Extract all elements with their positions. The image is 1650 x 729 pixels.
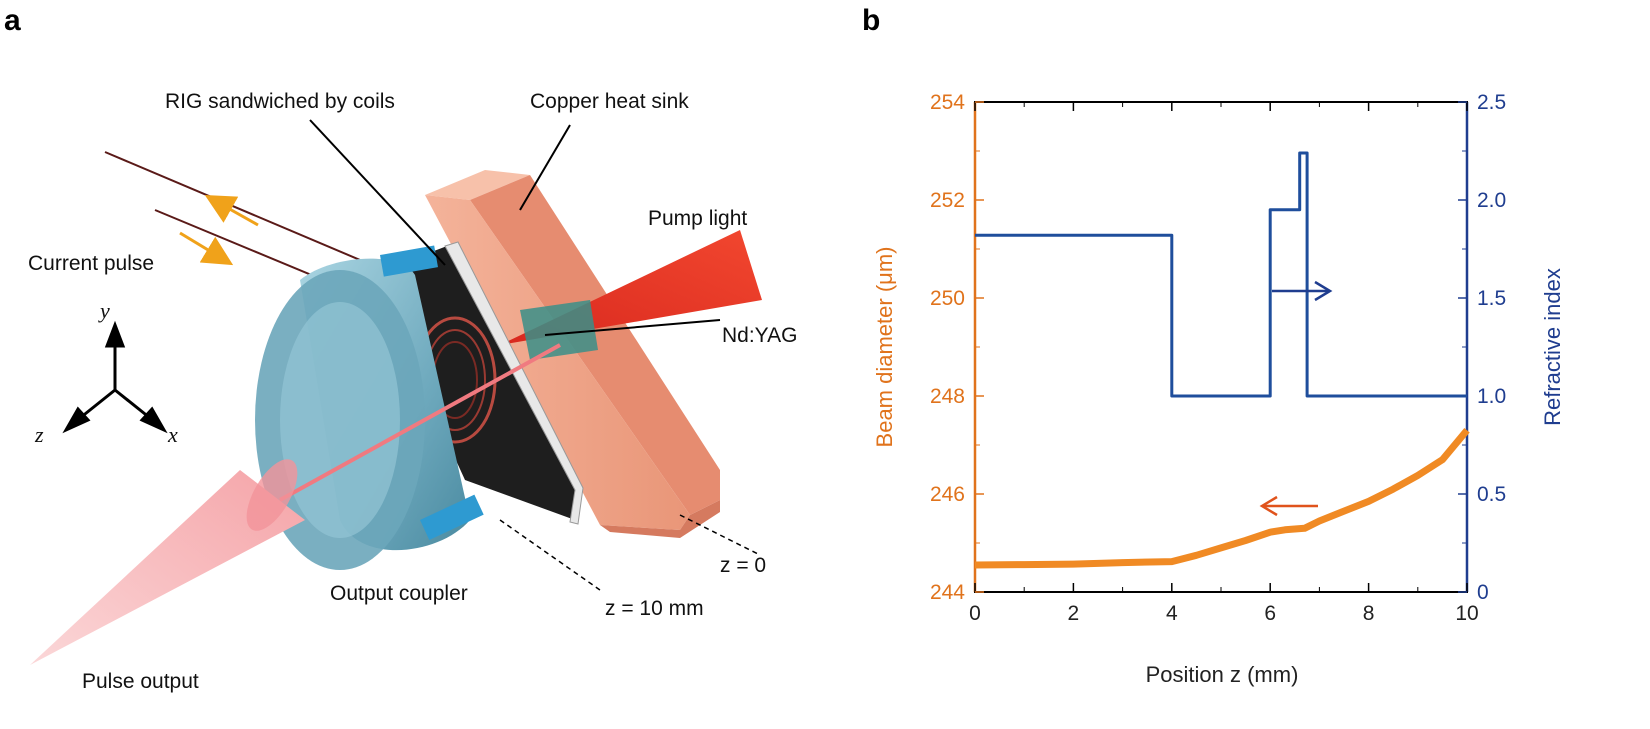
x-tick-label: 0 bbox=[969, 602, 981, 625]
x-tick-label: 8 bbox=[1363, 602, 1375, 625]
y-right-tick-label: 1.0 bbox=[1477, 385, 1506, 408]
axis-y-label: y bbox=[98, 298, 110, 323]
coordinate-axes bbox=[62, 320, 168, 434]
series bbox=[974, 151, 1470, 569]
y-right-axis-title: Refractive index bbox=[1540, 268, 1565, 426]
output-coupler bbox=[255, 245, 484, 570]
y-left-axis-title: Beam diameter (μm) bbox=[872, 247, 897, 448]
label-copper: Copper heat sink bbox=[530, 90, 689, 113]
y-left-tick-label: 254 bbox=[930, 91, 965, 114]
label-output-coupler: Output coupler bbox=[330, 582, 468, 605]
y-left-tick-label: 248 bbox=[930, 385, 965, 408]
label-pump: Pump light bbox=[648, 207, 747, 230]
label-z10: z = 10 mm bbox=[605, 597, 704, 620]
x-tick-label: 6 bbox=[1264, 602, 1276, 625]
y-left-tick-label: 252 bbox=[930, 189, 965, 212]
blue-arrow-icon bbox=[1272, 280, 1333, 302]
y-right-tick-label: 0.5 bbox=[1477, 483, 1506, 506]
refractive-index-line bbox=[975, 151, 1467, 398]
ticks bbox=[974, 101, 1468, 593]
y-left-tick-label: 250 bbox=[930, 287, 965, 310]
label-ndyag: Nd:YAG bbox=[722, 324, 797, 347]
beam-diameter-line bbox=[974, 428, 1470, 569]
y-right-tick-label: 0 bbox=[1477, 581, 1489, 604]
label-current: Current pulse bbox=[28, 252, 154, 275]
z-lines bbox=[499, 514, 761, 591]
current-arrow-out-icon bbox=[204, 195, 259, 227]
panel-a: a bbox=[4, 4, 797, 693]
current-arrow-in-icon bbox=[179, 231, 234, 266]
pulse-output-cone bbox=[30, 470, 305, 665]
plot-frame bbox=[974, 101, 1468, 593]
laser-beam bbox=[279, 343, 561, 502]
axis-x-label: x bbox=[167, 422, 178, 447]
panel-b-letter: b bbox=[862, 4, 880, 37]
y-right-tick-label: 2.5 bbox=[1477, 91, 1506, 114]
label-pulse-output: Pulse output bbox=[82, 670, 199, 693]
label-rig: RIG sandwiched by coils bbox=[165, 90, 395, 113]
axis-z-label: z bbox=[34, 422, 44, 447]
x-tick-label: 10 bbox=[1455, 602, 1478, 625]
x-axis-title: Position z (mm) bbox=[1146, 662, 1299, 687]
y-left-tick-label: 246 bbox=[930, 483, 965, 506]
leader-lines bbox=[309, 119, 721, 336]
y-left-tick-label: 244 bbox=[930, 581, 965, 604]
y-right-tick-label: 1.5 bbox=[1477, 287, 1506, 310]
panel-a-letter: a bbox=[4, 4, 21, 37]
current-arrows bbox=[179, 195, 259, 266]
ndyag-crystal bbox=[520, 300, 598, 360]
orange-arrow-icon bbox=[1259, 495, 1318, 517]
y-right-tick-label: 2.0 bbox=[1477, 189, 1506, 212]
x-tick-label: 2 bbox=[1068, 602, 1080, 625]
x-tick-label: 4 bbox=[1166, 602, 1178, 625]
label-z0: z = 0 bbox=[720, 554, 766, 577]
